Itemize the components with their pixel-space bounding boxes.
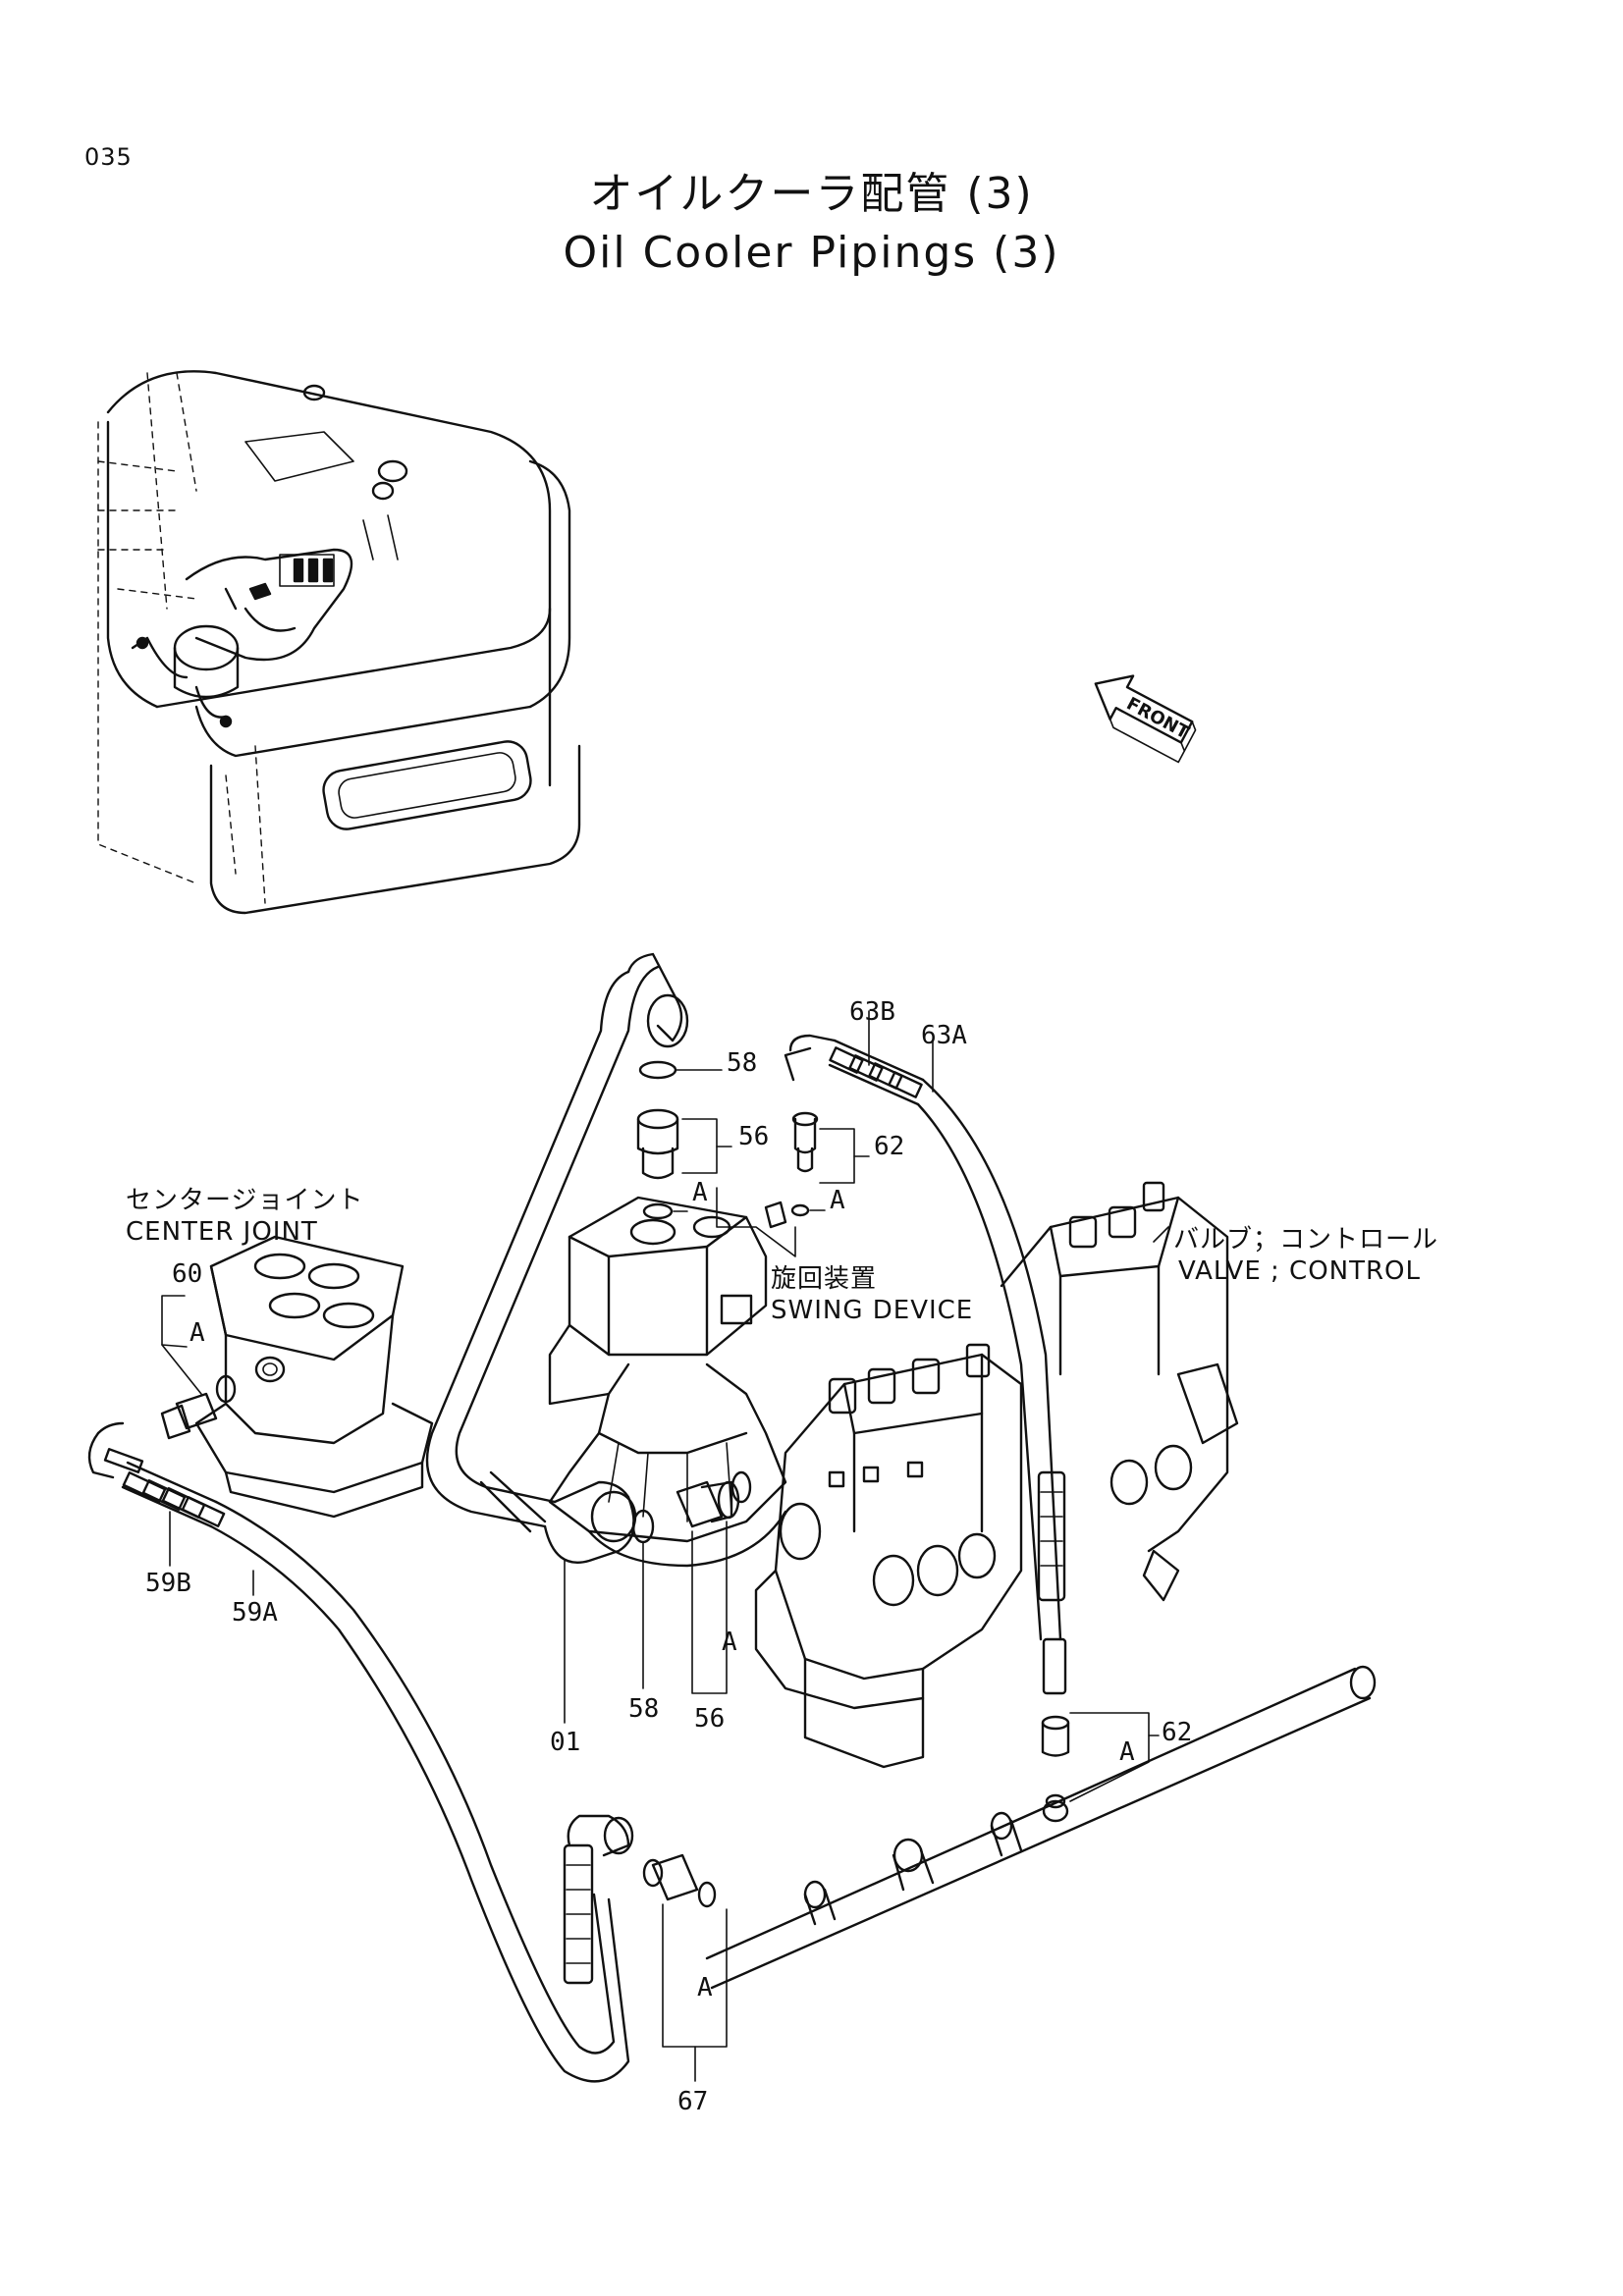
- hose-63: [784, 1034, 1070, 1809]
- center-joint-label-jp: センタージョイント: [126, 1186, 364, 1215]
- swing-device-illustration: [548, 1196, 787, 1568]
- title-japanese: オイルクーラ配管 (3): [589, 169, 1034, 219]
- callout-62-top: 62: [874, 1132, 905, 1161]
- callout-leaders: [161, 1010, 1169, 2082]
- hose-59: [87, 1421, 634, 2083]
- callout-a-center-joint: A: [189, 1318, 205, 1348]
- swing-device-label-jp: 旋回装置: [771, 1264, 878, 1294]
- front-direction-arrow: FRONT: [1094, 674, 1197, 764]
- title-english: Oil Cooler Pipings (3): [563, 228, 1060, 278]
- callout-01: 01: [550, 1728, 581, 1757]
- callout-58-bottom: 58: [628, 1694, 660, 1724]
- callout-59b: 59B: [145, 1569, 191, 1598]
- swing-device-label-en: SWING DEVICE: [771, 1296, 974, 1325]
- callout-a-62-bottom: A: [1119, 1737, 1135, 1767]
- oil-cooler-pipe: [642, 1665, 1377, 1990]
- page-number: 035: [84, 143, 133, 171]
- front-label: FRONT: [1123, 693, 1193, 743]
- machine-overview-illustration: [97, 370, 581, 915]
- control-valve-illustration: [754, 1181, 1239, 1769]
- fittings-swing-top: [636, 1060, 819, 1220]
- callout-a-62-top: A: [830, 1186, 845, 1215]
- hose-01: [425, 952, 689, 1564]
- callout-58-top: 58: [727, 1048, 758, 1078]
- callout-67: 67: [677, 2087, 709, 2116]
- valve-control-label-en: VALVE ; CONTROL: [1178, 1256, 1422, 1286]
- fittings-swing-bottom: [631, 1470, 752, 1544]
- callout-a-56-bottom: A: [722, 1628, 737, 1657]
- callout-60: 60: [172, 1259, 203, 1289]
- callout-63b: 63B: [849, 997, 895, 1027]
- callout-62-bottom: 62: [1162, 1718, 1193, 1747]
- callout-59a: 59A: [232, 1598, 278, 1628]
- center-joint-illustration: [160, 1235, 434, 1519]
- valve-control-label-jp: バルブ；コントロール: [1173, 1225, 1439, 1255]
- callout-a-67: A: [697, 1973, 713, 2002]
- callout-56-top: 56: [738, 1122, 770, 1151]
- callout-56-bottom: 56: [694, 1704, 726, 1734]
- callout-63a: 63A: [921, 1021, 967, 1050]
- callout-a-swing: A: [692, 1178, 708, 1207]
- center-joint-label-en: CENTER JOINT: [126, 1217, 318, 1247]
